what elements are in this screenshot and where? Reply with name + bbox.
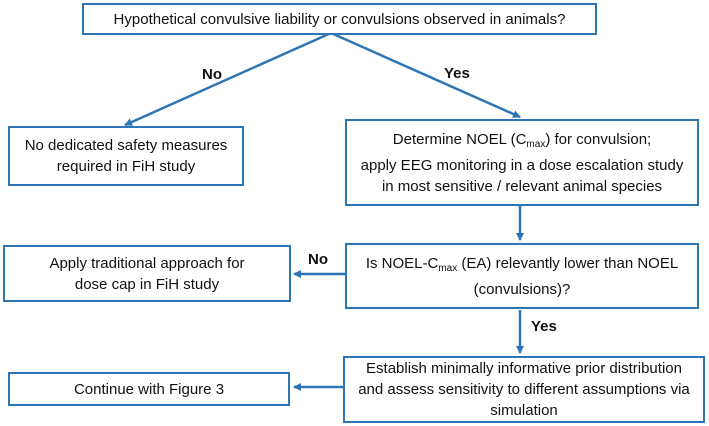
traditional-line-2: dose cap in FiH study xyxy=(74,275,220,293)
traditional-line-1: Apply traditional approach for xyxy=(49,254,245,272)
determine-noel-line-3: in most sensitive / relevant animal spec… xyxy=(381,177,663,195)
establish-prior-box: Establish minimally informative prior di… xyxy=(343,356,705,423)
continue-figure-text: Continue with Figure 3 xyxy=(73,380,225,398)
edge-label-first-no: No xyxy=(202,66,222,83)
establish-prior-line-1: Establish minimally informative prior di… xyxy=(366,360,682,377)
determine-noel-box: Determine NOEL (Cmax) for convulsion; ap… xyxy=(345,119,699,206)
edge-label-second-no: No xyxy=(308,251,328,268)
no-safety-line-2: required in FiH study xyxy=(56,158,196,175)
traditional-approach-box: Apply traditional approach for dose cap … xyxy=(3,245,291,302)
question-noel-line-2: (convulsions)? xyxy=(473,280,571,298)
determine-noel-line-2: apply EEG monitoring in a dose escalatio… xyxy=(360,156,684,174)
edge-label-first-yes: Yes xyxy=(444,65,470,82)
no-safety-line-1: No dedicated safety measures xyxy=(24,137,228,154)
edge-label-second-yes: Yes xyxy=(531,318,557,335)
question-noel-line-1: Is NOEL-Cmax (EA) relevantly lower than … xyxy=(365,254,679,274)
arrow-to-no-safety xyxy=(124,31,332,127)
establish-prior-line-2: and assess sensitivity to different assu… xyxy=(358,381,690,398)
determine-noel-line-1: Determine NOEL (Cmax) for convulsion; xyxy=(392,130,652,150)
continue-figure-box: Continue with Figure 3 xyxy=(8,372,290,406)
question-convulsive-text: Hypothetical convulsive liability or con… xyxy=(113,10,566,28)
arrow-to-determine-noel xyxy=(330,31,521,119)
question-noel-lower-box: Is NOEL-Cmax (EA) relevantly lower than … xyxy=(345,243,699,309)
establish-prior-line-3: simulation xyxy=(490,402,558,419)
question-convulsive-box: Hypothetical convulsive liability or con… xyxy=(82,3,597,35)
no-safety-measures-box: No dedicated safety measures required in… xyxy=(8,126,244,186)
